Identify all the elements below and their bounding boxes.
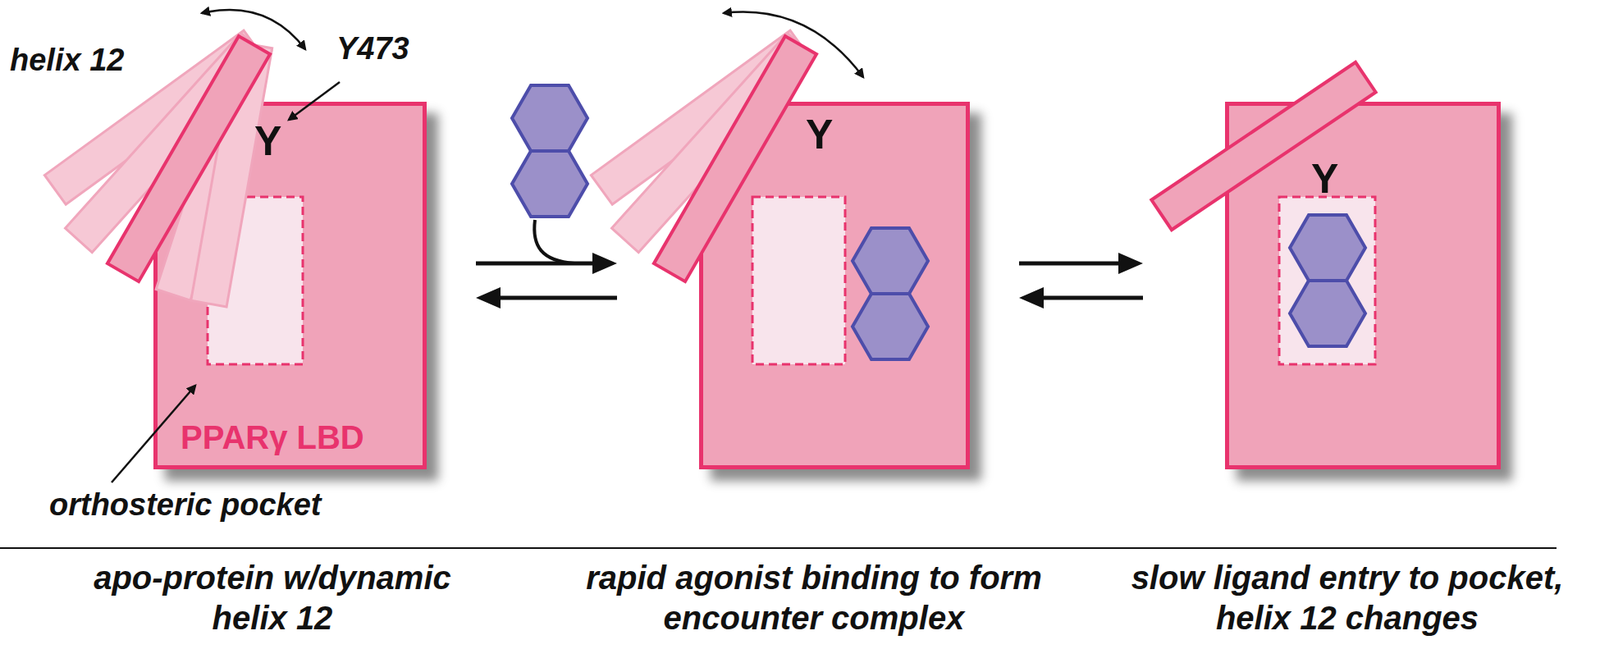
equilibrium-arrow	[475, 287, 618, 309]
motion-arrow	[201, 9, 306, 50]
leader-line	[111, 385, 196, 483]
helix-12	[1151, 62, 1376, 230]
equilibrium-arrow	[1019, 252, 1143, 275]
orthosteric-pocket	[752, 196, 846, 365]
helix-12	[590, 30, 817, 282]
ligand	[852, 228, 928, 360]
ligand	[512, 85, 588, 217]
residue-letter: Y	[805, 110, 833, 159]
separator-line	[0, 547, 1557, 549]
panel-caption: rapid agonist binding to form encounter …	[576, 557, 1052, 639]
part-label: helix 12	[9, 42, 124, 78]
residue-letter: Y	[1311, 155, 1339, 203]
ligand	[1289, 214, 1366, 347]
equilibrium-arrow	[1019, 287, 1143, 309]
domain-label: PPARγ LBD	[180, 419, 365, 457]
residue-label: Y473	[336, 31, 410, 67]
leader-line	[288, 82, 340, 120]
part-label: orthosteric pocket	[49, 487, 322, 523]
orthosteric-pocket	[1279, 196, 1376, 365]
panel-caption: slow ligand entry to pocket, helix 12 ch…	[1099, 557, 1596, 639]
panel-caption: apo-protein w/dynamic helix 12	[75, 557, 470, 639]
binding-curve	[534, 219, 575, 264]
motion-arrow	[723, 12, 864, 78]
residue-letter: Y	[254, 117, 282, 165]
